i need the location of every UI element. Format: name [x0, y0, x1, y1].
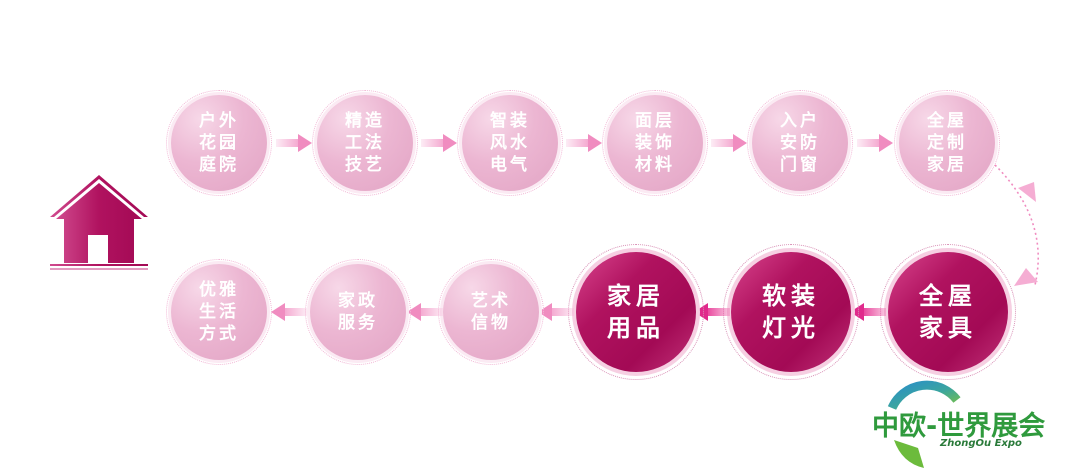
step-label: 家居 用品 — [607, 282, 665, 342]
step-label: 艺术 信物 — [471, 291, 511, 333]
step-art-objects: 艺术 信物 — [438, 259, 544, 365]
arrow-right-icon — [566, 134, 602, 152]
arrow-right-icon — [421, 134, 457, 152]
arrow-right-icon — [711, 134, 747, 152]
house-icon — [50, 175, 148, 270]
step-soft-decor-lighting: 软装 灯光 — [723, 244, 859, 380]
step-craftsmanship: 精造 工法 技艺 — [312, 90, 418, 196]
arrow-right-icon — [276, 134, 312, 152]
logo-title: 中欧-世界展会 — [872, 411, 1046, 442]
arrow-left-icon — [271, 303, 307, 321]
step-label: 软装 灯光 — [762, 282, 820, 342]
step-home-goods: 家居 用品 — [568, 244, 704, 380]
step-label: 全屋 定制 家居 — [927, 111, 967, 175]
step-label: 面层 装饰 材料 — [635, 111, 675, 175]
globe-icon — [887, 380, 961, 468]
step-label: 全屋 家具 — [919, 282, 977, 342]
step-label: 家政 服务 — [338, 291, 378, 333]
step-label: 户外 花园 庭院 — [199, 111, 239, 175]
arrow-left-icon — [407, 303, 443, 321]
step-custom-home: 全屋 定制 家居 — [894, 90, 1000, 196]
step-whole-furniture: 全屋 家具 — [880, 244, 1016, 380]
step-housekeeping: 家政 服务 — [305, 259, 411, 365]
zhongou-expo-logo: 中欧-世界展会 ZhongOu Expo — [868, 378, 1068, 470]
step-label: 入户 安防 门窗 — [780, 111, 820, 175]
step-surface-materials: 面层 装饰 材料 — [602, 90, 708, 196]
step-elegant-lifestyle: 优雅 生活 方式 — [166, 259, 272, 365]
arrow-right-icon — [857, 134, 893, 152]
curved-arrow-connector — [994, 164, 1039, 286]
step-doors-windows: 入户 安防 门窗 — [747, 90, 853, 196]
step-label: 优雅 生活 方式 — [199, 280, 239, 344]
step-outdoor-garden: 户外 花园 庭院 — [166, 90, 272, 196]
step-label: 智装 风水 电气 — [490, 111, 530, 175]
step-smart-electrical: 智装 风水 电气 — [457, 90, 563, 196]
logo-subtitle: ZhongOu Expo — [940, 438, 1022, 449]
step-label: 精造 工法 技艺 — [345, 111, 385, 175]
